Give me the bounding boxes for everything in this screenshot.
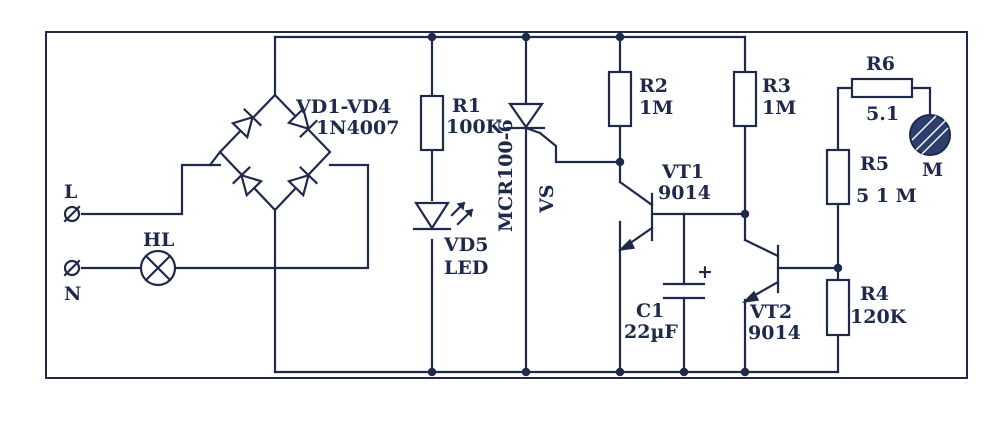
r6-name-label: R6 [866,53,895,75]
bridge-rectifier [208,93,332,212]
led-type-label: LED [444,257,488,279]
r5-value-label: 5 1 M [856,185,917,207]
r1-name-label: R1 [452,95,481,117]
terminal-n-label: N [64,283,81,305]
led-vd5 [412,201,474,231]
c1-plus-label: + [697,261,713,283]
vt2-name-label: VT2 [749,301,792,323]
r4-name-label: R4 [860,283,889,305]
r6-value-label: 5.1 [866,103,899,125]
vt1-part-label: 9014 [658,182,711,204]
r3-value-label: 1M [762,97,796,119]
diagram-frame [45,31,968,379]
scr-name-label: VS [536,185,558,214]
transistor-vt1 [617,180,654,252]
sensor-m-label: M [922,159,943,181]
lamp-hl [139,249,177,287]
r2-value-label: 1M [639,97,673,119]
r5-name-label: R5 [860,153,889,175]
resistor-r6 [850,77,914,99]
resistor-r5 [825,148,851,206]
resistor-r3 [732,70,758,128]
c1-name-label: C1 [636,300,664,322]
terminal-n [63,259,81,277]
r2-name-label: R2 [639,75,668,97]
terminal-l [63,205,81,223]
r4-value-label: 120K [850,306,908,328]
vt2-part-label: 9014 [748,322,801,344]
bridge-part-label: 1N4007 [316,117,399,139]
bridge-name-label: VD1-VD4 [295,96,391,118]
resistor-r4 [825,278,851,337]
resistor-r2 [607,70,633,128]
lamp-hl-label: HL [143,229,174,251]
transistor-vt2 [741,238,780,304]
scr-vs [506,102,546,135]
resistor-r1 [419,94,445,152]
c1-value-label: 22µF [624,321,678,343]
r3-name-label: R3 [762,75,791,97]
wires [80,35,932,374]
terminal-l-label: L [64,181,77,203]
r1-value-label: 100K [446,116,504,138]
scr-part-label: MCR100-6 [495,119,517,232]
junction-dots [427,32,843,377]
vt1-name-label: VT1 [661,161,704,183]
capacitor-c1 [662,282,706,300]
led-name-label: VD5 [443,234,488,256]
sensor-m [909,114,951,156]
